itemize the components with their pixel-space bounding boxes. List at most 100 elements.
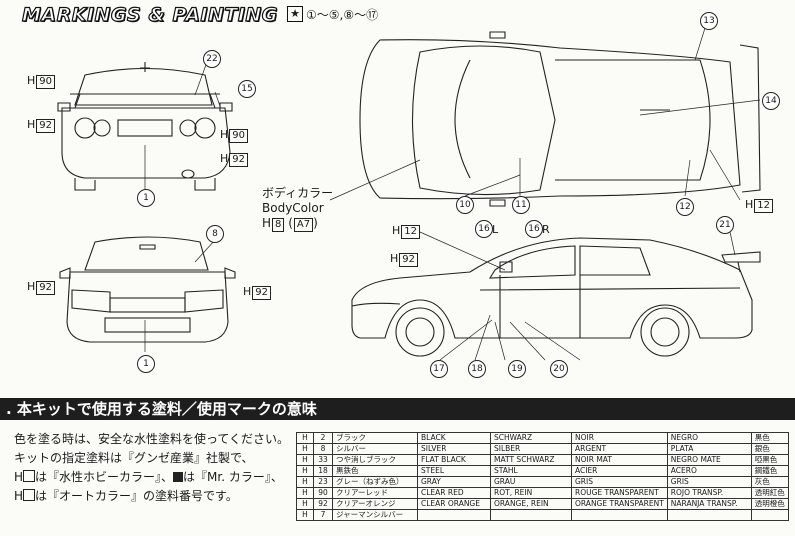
paint-cell-de: ORANGE, REIN [490, 498, 572, 510]
decal-range: ①～⑤,⑧～⑰ [306, 8, 379, 22]
paint-cell-cn: 銀色 [750, 443, 789, 455]
callout-13: 13 [700, 12, 718, 30]
paint-cell-es: NEGRO MATE [666, 454, 752, 466]
paint-cell-h: H [296, 432, 314, 444]
callout-1-front: 1 [137, 355, 155, 373]
paint-cell-de: GRAU [490, 476, 572, 488]
car-drawings [57, 27, 761, 361]
paint-cell-jp: ジャーマンシルバー [332, 509, 418, 521]
paint-cell-num: 23 [313, 476, 333, 488]
paint-cell-jp: つや消しブラック [332, 454, 418, 466]
callout-18: 18 [468, 360, 486, 378]
section-heading: . 本キットで使用する塗料／使用マークの意味 [0, 398, 795, 420]
paint-cell-en: GRAY [417, 476, 491, 488]
callout-1-rear: 1 [137, 189, 155, 207]
paint-cell-en: CLEAR ORANGE [417, 498, 491, 510]
h-box-icon [23, 470, 36, 482]
top-view-drawing [359, 31, 761, 207]
paint-cell-jp: シルバー [332, 443, 418, 455]
paint-cell-en: FLAT BLACK [417, 454, 491, 466]
paint-cell-en: BLACK [417, 432, 491, 444]
page-title: MARKINGS & PAINTING [21, 3, 278, 26]
paint-cell-es: GRIS [666, 476, 752, 488]
paint-cell-jp: クリアーレッド [332, 487, 418, 499]
paint-cell-de: SILBER [490, 443, 572, 455]
paint-cell-fr: GRIS [571, 476, 668, 488]
paint-cell-en [417, 509, 491, 521]
paint-cell-es: NARANJA TRANSP. [666, 498, 752, 510]
paint-cell-h: H [296, 487, 314, 499]
paint-cell-h: H [296, 509, 314, 521]
callout-22: 22 [203, 50, 221, 68]
leader-lines [144, 27, 761, 361]
paint-cell-es: ACERO [666, 465, 752, 477]
paint-cell-cn: 啞黒色 [750, 454, 789, 466]
paint-cell-fr: ORANGE TRANSPARENT [571, 498, 668, 510]
paint-cell-jp: グレー（ねずみ色） [332, 476, 418, 488]
rear-view-drawing [57, 62, 233, 191]
paint-cell-num: 7 [313, 509, 333, 521]
paint-cell-jp: ブラック [332, 432, 418, 444]
paint-cell-de: STAHL [490, 465, 572, 477]
paint-cell-cn [750, 509, 789, 521]
paint-cell-jp: クリアーオレンジ [332, 498, 418, 510]
paint-cell-h: H [296, 454, 314, 466]
callout-20: 20 [550, 360, 568, 378]
callout-16-left-suffix: L [492, 223, 499, 236]
paint-cell-de: SCHWARZ [490, 432, 572, 444]
paint-cell-num: 18 [313, 465, 333, 477]
callout-16-left: 16 [475, 220, 493, 238]
paint-cell-jp: 黒鉄色 [332, 465, 418, 477]
star-icon: ★ [287, 6, 303, 22]
paint-cell-cn: 灰色 [750, 476, 789, 488]
paint-cell-h: H [296, 443, 314, 455]
paint-cell-fr: NOIR [571, 432, 668, 444]
paint-cell-cn: 透明紅色 [750, 487, 789, 499]
paint-cell-num: 2 [313, 432, 333, 444]
callout-8: 8 [206, 225, 224, 243]
callout-17: 17 [430, 360, 448, 378]
front-view-drawing [59, 236, 236, 343]
callout-16-right: 16 [525, 220, 543, 238]
paint-cell-es [666, 509, 752, 521]
paint-instructions: 色を塗る時は、安全な水性塗料を使ってください。 キットの指定塗料は『グンゼ産業』… [14, 432, 290, 503]
paint-cell-num: 8 [313, 443, 333, 455]
callout-10: 10 [456, 196, 474, 214]
callout-21: 21 [716, 216, 734, 234]
paint-cell-de [490, 509, 572, 521]
black-box-icon [173, 472, 184, 482]
paint-cell-cn: 透明橙色 [750, 498, 789, 510]
callout-15: 15 [238, 80, 256, 98]
paint-cell-fr [571, 509, 668, 521]
h-box-icon-2 [23, 489, 36, 501]
paint-cell-h: H [296, 465, 314, 477]
paint-cell-fr: ROUGE TRANSPARENT [571, 487, 668, 499]
callout-14: 14 [762, 92, 780, 110]
paint-cell-de: ROT, REIN [490, 487, 572, 499]
paint-cell-cn: 黒色 [750, 432, 789, 444]
callout-11: 11 [512, 196, 530, 214]
paint-cell-de: MATT SCHWARZ [490, 454, 572, 466]
paint-cell-fr: NOIR MAT [571, 454, 668, 466]
paint-cell-es: NEGRO [666, 432, 752, 444]
paint-cell-fr: ACIER [571, 465, 668, 477]
paint-cell-fr: ARGENT [571, 443, 668, 455]
paint-cell-num: 90 [313, 487, 333, 499]
